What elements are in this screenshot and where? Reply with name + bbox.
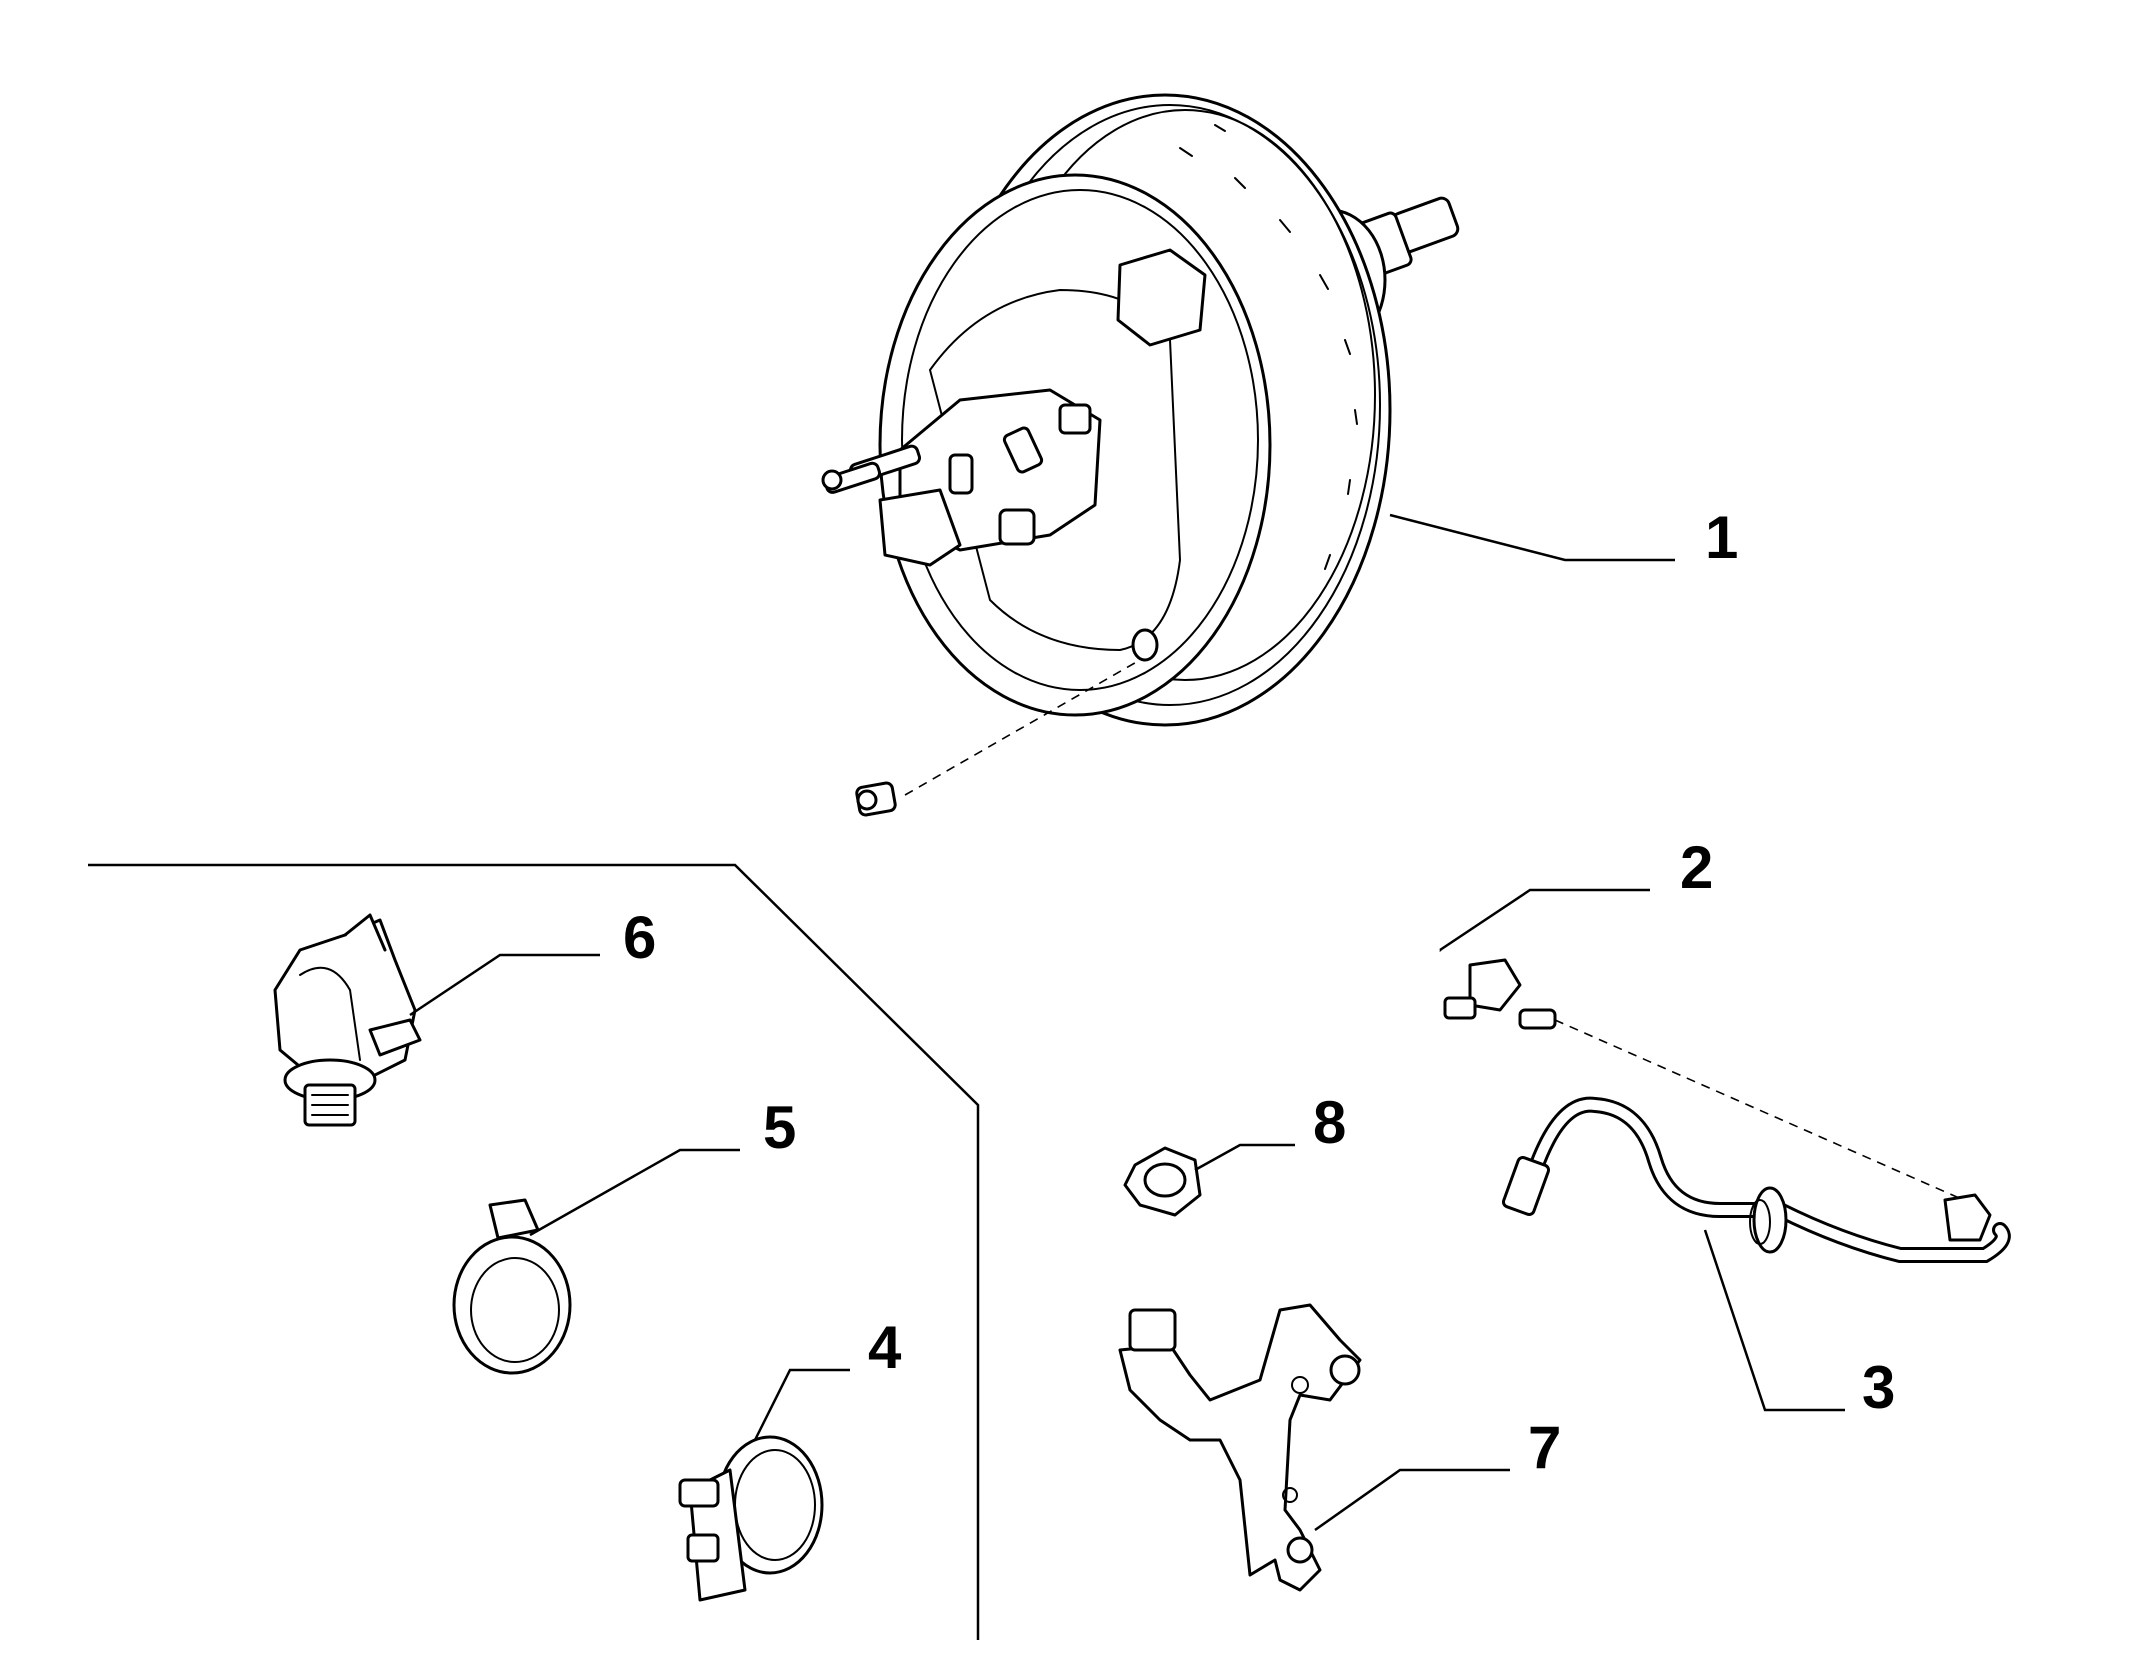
leader-line-3 xyxy=(1703,1229,1845,1412)
vacuum-pipe-icon xyxy=(855,712,1557,1030)
leader-line-4 xyxy=(753,1368,850,1441)
bracket-icon xyxy=(1118,1303,1362,1592)
callout-4: 4 xyxy=(868,1314,902,1381)
alignment-line xyxy=(904,659,1141,796)
nut-icon xyxy=(1123,1146,1202,1217)
callout-7: 7 xyxy=(1528,1414,1561,1481)
ring-clamp-icon xyxy=(452,1198,572,1375)
check-valve-icon xyxy=(273,913,422,1127)
leader-line-5 xyxy=(529,1148,740,1237)
callout-8: 8 xyxy=(1313,1089,1346,1156)
leader-line-1 xyxy=(1389,513,1675,562)
hose-clamp-icon xyxy=(678,1435,824,1602)
callout-5: 5 xyxy=(763,1094,796,1161)
vacuum-hose-icon xyxy=(1501,1096,2011,1263)
leader-line-8 xyxy=(1194,1143,1295,1172)
callout-6: 6 xyxy=(623,904,656,971)
brake-booster-icon xyxy=(821,93,1460,727)
leader-line-6 xyxy=(409,953,600,1017)
section-divider xyxy=(88,863,980,1640)
alignment-line xyxy=(1554,1019,1976,1206)
leader-line-7 xyxy=(1314,1468,1510,1532)
callout-2: 2 xyxy=(1680,834,1713,901)
leader-line-2 xyxy=(1439,888,1650,952)
callout-3: 3 xyxy=(1862,1354,1895,1421)
callout-1: 1 xyxy=(1705,504,1738,571)
